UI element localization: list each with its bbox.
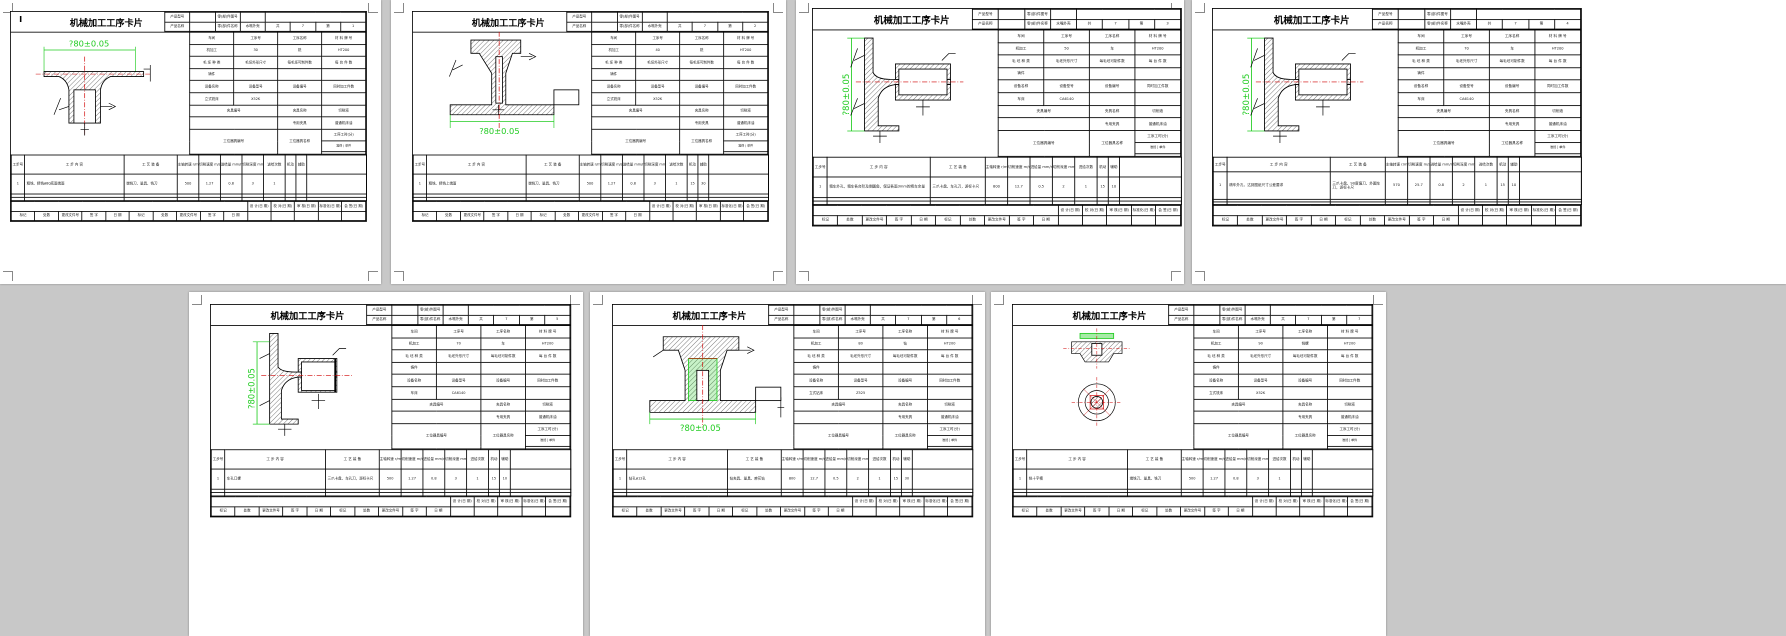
dimension-label: ?80±0.05	[842, 74, 852, 116]
dimension-label: ?80±0.05	[680, 423, 721, 433]
card-title: 机械加工工序卡片	[270, 310, 345, 322]
dimension-label: ?80±0.05	[69, 39, 109, 49]
process-card-4: 机械加工工序卡片 产品型号 零(部)件图号 产品名称 零(部)件名称水嘴外壳 共…	[1212, 8, 1582, 227]
part-drawing: ?80±0.05	[842, 37, 964, 144]
part-drawing: ?80±0.05	[247, 332, 354, 436]
card-title: 机械加工工序卡片	[69, 17, 143, 29]
process-card-5: 机械加工工序卡片 产品型号 零(部)件图号 产品名称 零(部)件名称水嘴外壳 共…	[210, 304, 572, 518]
part-drawing: ?80±0.05	[649, 325, 785, 433]
sign-off-grid: 设 计(日 期)校 对(日 期)审 核(日 期)标准化(日 期)会 签(日 期)…	[412, 201, 769, 221]
process-card-6: 机械加工工序卡片 产品型号 零(部)件图号 产品名称 零(部)件名称水嘴外壳 共…	[612, 304, 974, 518]
card-title: 机械加工工序卡片	[1273, 14, 1350, 27]
part-drawing	[1063, 328, 1131, 428]
process-card-3: 机械加工工序卡片 产品型号 零(部)件图号 产品名称 零(部)件名称水嘴外壳 共…	[812, 8, 1182, 227]
sign-off-grid: 设 计(日 期)校 对(日 期)审 核(日 期)标准化(日 期)会 签(日 期)…	[1212, 204, 1581, 226]
sign-off-grid: 设 计(日 期)校 对(日 期)审 核(日 期)标准化(日 期)会 签(日 期)…	[812, 204, 1181, 226]
process-card-1: I 机械加工工序卡片 产品型号 零(部)件图号 产品名称 零(部)件名称水嘴外壳…	[10, 11, 367, 222]
sign-off-grid: 设 计(日 期)校 对(日 期)审 核(日 期)标准化(日 期)会 签(日 期)…	[612, 496, 973, 517]
card-title: 机械加工工序卡片	[1072, 310, 1147, 322]
card-page-marker: I	[19, 15, 23, 25]
dimension-label: ?80±0.05	[1242, 74, 1252, 116]
sign-off-grid: 设 计(日 期)校 对(日 期)审 核(日 期)标准化(日 期)会 签(日 期)…	[1012, 496, 1373, 517]
part-drawing: ?80±0.05	[1242, 37, 1364, 144]
process-card-7: 机械加工工序卡片 产品型号 零(部)件图号 产品名称 零(部)件名称水嘴外壳 共…	[1012, 304, 1374, 518]
dimension-label: ?80±0.05	[479, 126, 519, 136]
card-title: 机械加工工序卡片	[672, 310, 747, 322]
card-title: 机械加工工序卡片	[471, 17, 545, 29]
dimension-label: ?80±0.05	[247, 368, 257, 409]
card-title: 机械加工工序卡片	[873, 14, 950, 27]
part-drawing: ?80±0.05	[35, 39, 152, 136]
process-card-2: 机械加工工序卡片 产品型号 零(部)件图号 产品名称 零(部)件名称水嘴外壳 共…	[412, 11, 769, 222]
sign-off-grid: 设 计(日 期)校 对(日 期)审 核(日 期)标准化(日 期)会 签(日 期)…	[10, 201, 367, 221]
sign-off-grid: 设 计(日 期)校 对(日 期)审 核(日 期)标准化(日 期)会 签(日 期)…	[210, 496, 571, 517]
part-drawing: ?80±0.05	[449, 31, 580, 136]
